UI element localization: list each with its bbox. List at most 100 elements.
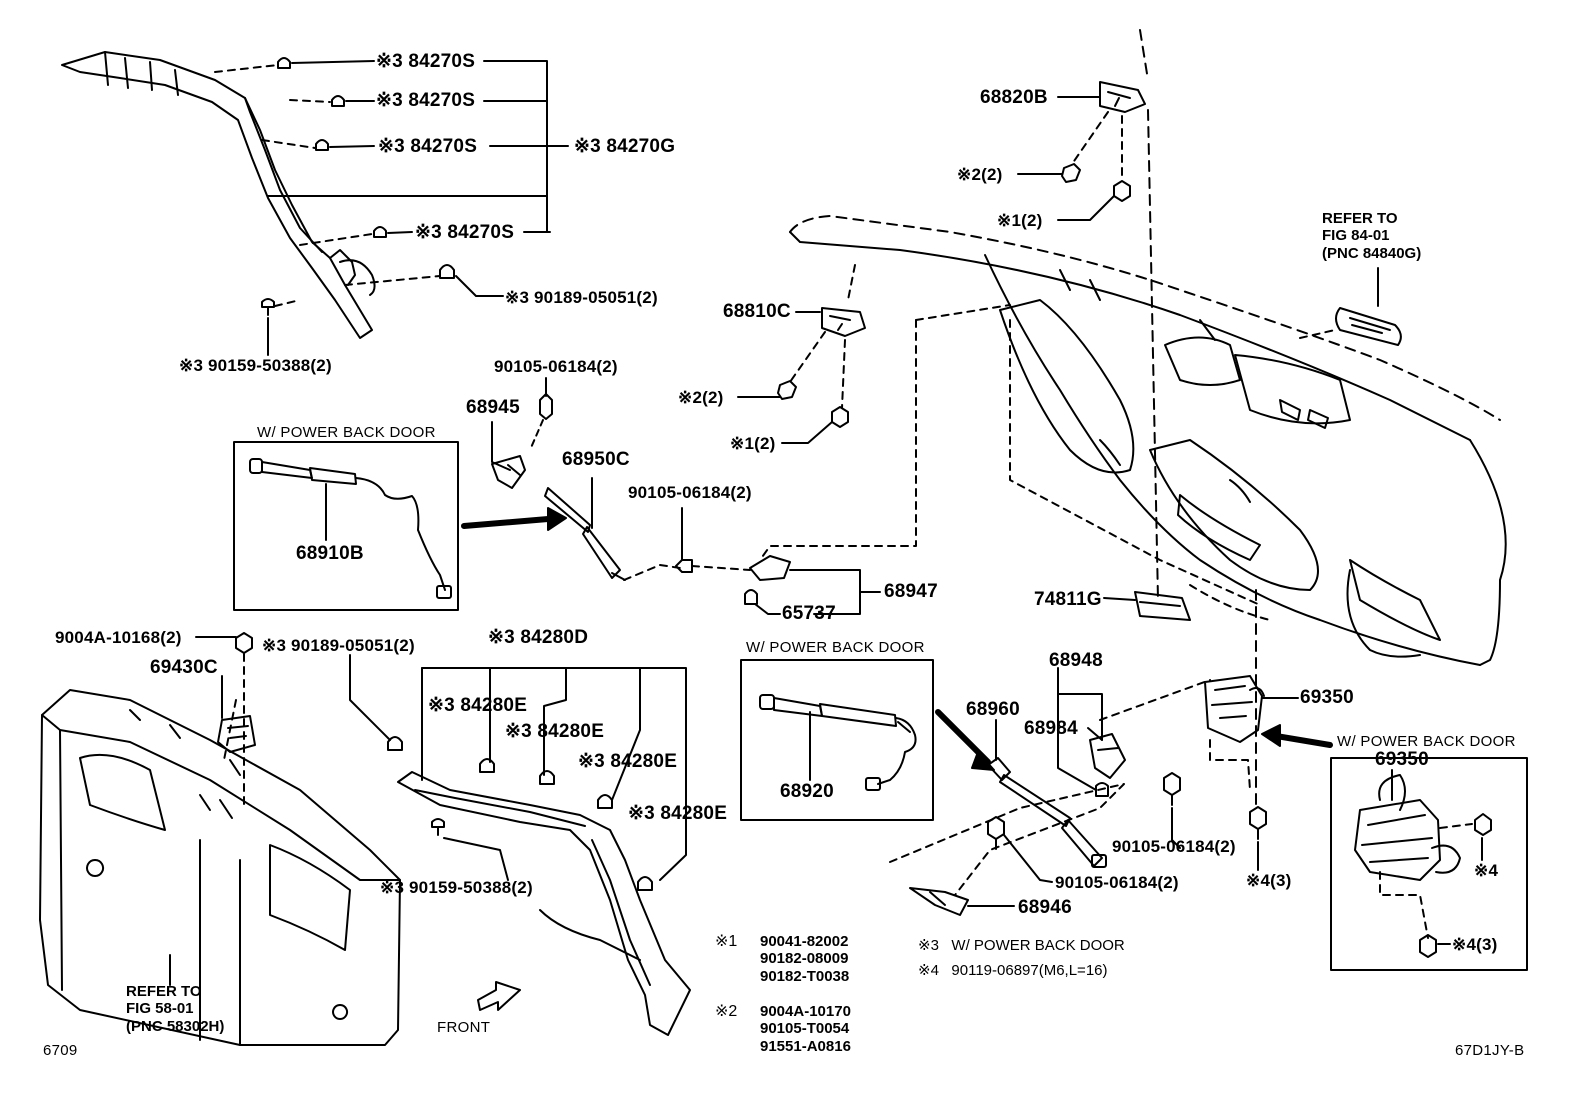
label-90105-b: 90105-06184(2) <box>628 483 752 502</box>
front-arrow <box>477 981 521 1011</box>
weatherstrip-clips <box>214 57 569 356</box>
refer-note-58302H: REFER TO FIG 58-01 (PNC 58302H) <box>126 983 225 1035</box>
leader-84280D <box>421 667 687 881</box>
label-x1-top: ※1(2) <box>997 211 1043 230</box>
leader-90105-d <box>1003 834 1053 883</box>
label-90105-c: 90105-06184(2) <box>1112 837 1236 856</box>
label-68920: 68920 <box>780 781 834 802</box>
label-90189-mid: ※3 90189-05051(2) <box>262 636 415 655</box>
label-68950C: 68950C <box>562 449 630 470</box>
bolt-90105-d <box>987 816 1005 850</box>
box3-frame <box>1330 757 1528 971</box>
label-68810C: 68810C <box>723 301 791 322</box>
box2-frame <box>740 659 934 821</box>
strut-68950C <box>544 487 626 581</box>
bracket-68946 <box>909 887 969 916</box>
label-90189-top: ※3 90189-05051(2) <box>505 288 658 307</box>
label-69430C: 69430C <box>150 657 218 678</box>
footnote-x1-mark: ※1 <box>715 933 738 950</box>
weatherstrip-upper <box>61 51 376 339</box>
arrowhead-box3 <box>1261 724 1281 747</box>
footnote-x2-parts: 9004A-10170 90105-T0054 91551-A0816 <box>760 1003 851 1055</box>
dash-box3-b <box>1439 823 1473 829</box>
box1-title: W/ POWER BACK DOOR <box>257 424 436 441</box>
label-84280E-2: ※3 84280E <box>505 721 605 742</box>
label-68960: 68960 <box>966 699 1020 720</box>
leader-74811G <box>1103 597 1136 601</box>
clip-69430C <box>217 632 256 753</box>
dash-box3 <box>1379 871 1429 939</box>
leader-x1-top <box>1057 195 1115 221</box>
label-68910B: 68910B <box>296 543 364 564</box>
arrow-box1 <box>461 515 563 529</box>
label-90159-mid: ※3 90159-50388(2) <box>380 878 533 897</box>
label-90105-a: 90105-06184(2) <box>494 357 618 376</box>
label-68820B: 68820B <box>980 87 1048 108</box>
label-68945: 68945 <box>466 397 520 418</box>
label-84270S-2: ※3 84270S <box>376 90 476 111</box>
leader-90105-c <box>1171 807 1181 849</box>
leader-84280E-2 <box>543 667 567 776</box>
trim-panel-lower <box>39 689 401 1046</box>
bolt-90105-c <box>1163 772 1181 806</box>
box3-title: W/ POWER BACK DOOR <box>1337 733 1516 750</box>
box1-frame <box>233 441 459 611</box>
assembly-68947 <box>675 555 791 605</box>
label-69350-box: 69350 <box>1375 749 1429 770</box>
label-74811G: 74811G <box>1034 589 1102 610</box>
label-x2-mid: ※2(2) <box>678 388 724 407</box>
dash-68810C-1 <box>789 331 826 383</box>
page-id: 6709 <box>43 1042 78 1059</box>
leader-90159-mid <box>443 837 509 881</box>
link-dash-4 <box>847 264 856 301</box>
dash-68984-lock <box>1099 679 1211 721</box>
leader-68948-b <box>1057 693 1097 791</box>
link-dash-1 <box>623 564 681 581</box>
label-68948: 68948 <box>1049 650 1103 671</box>
label-65737: 65737 <box>782 603 836 624</box>
label-x4-3-main: ※4(3) <box>1246 871 1292 890</box>
leader-84280E-3 <box>611 667 641 801</box>
front-label: FRONT <box>437 1019 491 1036</box>
leader-68945 <box>491 421 511 471</box>
label-84280D: ※3 84280D <box>488 627 589 648</box>
label-69350-main: 69350 <box>1300 687 1354 708</box>
part-74811G <box>1134 591 1191 621</box>
label-84270S-3: ※3 84270S <box>378 136 478 157</box>
hinge-68810C <box>777 307 866 428</box>
strut-68920 <box>759 694 917 791</box>
leader-x1-mid <box>781 421 833 444</box>
arrowhead-box1 <box>547 507 567 531</box>
weatherstrip-lower-clips <box>387 736 653 891</box>
footnote-x2-mark: ※2 <box>715 1003 738 1020</box>
weatherstrip-lower <box>397 771 691 1036</box>
lock-69350-box <box>1354 774 1492 958</box>
leader-68984 <box>1087 727 1103 741</box>
label-x2-top: ※2(2) <box>957 165 1003 184</box>
strut-68960 <box>987 757 1107 868</box>
label-84270G: ※3 84270G <box>574 136 676 157</box>
link-dash-3 <box>915 304 1011 321</box>
label-68947: 68947 <box>884 581 938 602</box>
strut-68910B <box>249 458 452 599</box>
footnote-x1-parts: 90041-82002 90182-08009 90182-T0038 <box>760 933 850 985</box>
footnote-x3: ※3 W/ POWER BACK DOOR <box>918 937 1125 954</box>
label-90159-top: ※3 90159-50388(2) <box>179 356 332 375</box>
hinge-68820B <box>1061 81 1146 202</box>
label-90105-d: 90105-06184(2) <box>1055 873 1179 892</box>
dash-center-vert <box>1147 109 1159 601</box>
dash-68820B-1 <box>1071 111 1109 165</box>
label-84280E-3: ※3 84280E <box>578 751 678 772</box>
dash-84840G <box>1299 329 1336 339</box>
label-x4-box: ※4 <box>1474 861 1499 880</box>
dash-68947 <box>691 565 751 571</box>
figure-id: 67D1JY-B <box>1455 1042 1525 1059</box>
refer-note-84840G: REFER TO FIG 84-01 (PNC 84840G) <box>1322 210 1422 262</box>
leader-68948 <box>1057 667 1103 741</box>
leader-90189-mid <box>349 654 391 741</box>
leader-65737 <box>754 603 781 615</box>
label-x4-3-box: ※4(3) <box>1452 935 1498 954</box>
label-9004A: 9004A-10168(2) <box>55 628 182 647</box>
